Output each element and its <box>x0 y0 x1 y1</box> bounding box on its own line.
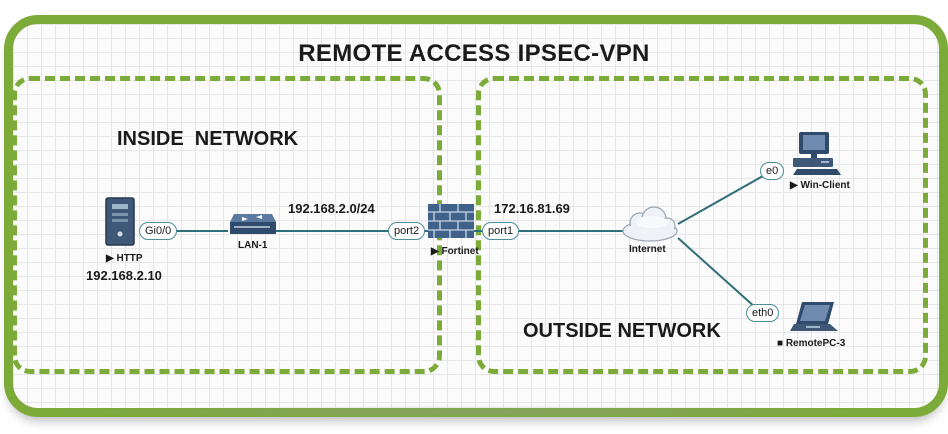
win-e0-interface-tag: e0 <box>760 162 785 180</box>
port1-interface-tag: port1 <box>482 222 520 240</box>
internet-label: Internet <box>629 244 666 255</box>
diagram-title: REMOTE ACCESS IPSEC-VPN <box>298 40 650 67</box>
remote-pc-label: ■ RemotePC-3 <box>777 338 846 349</box>
switch-icon[interactable] <box>226 212 278 238</box>
port2-interface-tag: port2 <box>388 222 426 240</box>
frame-shadow <box>40 405 908 419</box>
http-label: ▶ HTTP <box>106 253 143 264</box>
outside-network-title: OUTSIDE NETWORK <box>523 320 721 342</box>
http-ip-label: 192.168.2.10 <box>86 268 162 283</box>
server-icon[interactable] <box>104 196 138 248</box>
fortinet-label: ▶ Fortinet <box>431 246 479 257</box>
remote-eth0-interface-tag: eth0 <box>746 304 780 322</box>
win-client-label: ▶ Win-Client <box>790 180 850 191</box>
inside-network-title: INSIDE NETWORK <box>117 128 299 150</box>
outside-network-zone <box>476 76 928 374</box>
lan-label: LAN-1 <box>238 240 268 251</box>
link-internet-winclient <box>677 171 771 225</box>
link-internet-remotepc <box>677 237 757 309</box>
firewall-icon[interactable] <box>426 202 478 242</box>
laptop-icon[interactable] <box>790 300 842 336</box>
http-gi-interface-tag: Gi0/0 <box>139 222 178 240</box>
outside-address-label: 172.16.81.69 <box>494 201 570 216</box>
cloud-icon <box>622 206 678 242</box>
desktop-computer-icon[interactable] <box>791 130 843 178</box>
inside-subnet-label: 192.168.2.0/24 <box>288 201 375 216</box>
